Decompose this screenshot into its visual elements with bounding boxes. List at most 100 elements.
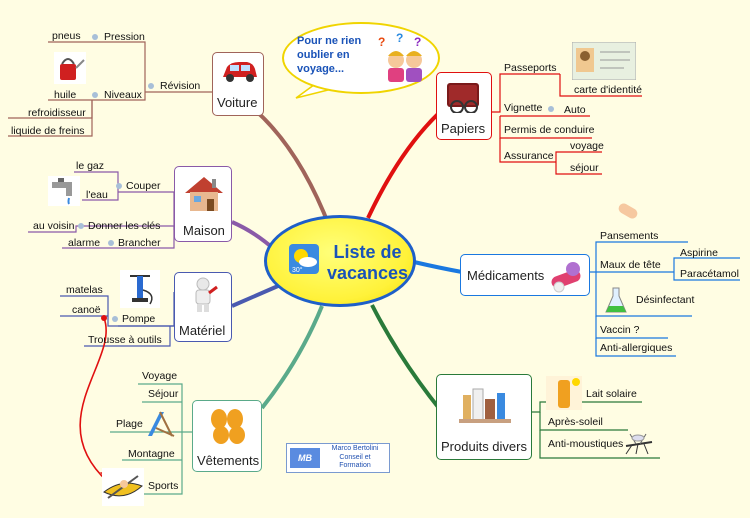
passeports-label[interactable]: Passeports (504, 62, 557, 74)
revision-dot (148, 83, 154, 89)
brancher-label[interactable]: Brancher (118, 237, 161, 249)
pompe-dot (112, 316, 118, 322)
produits-label: Produits divers (441, 439, 527, 454)
liquide-freins-label[interactable]: liquide de freins (11, 125, 85, 137)
couper-label[interactable]: Couper (126, 180, 161, 192)
anti-allergiques-label[interactable]: Anti-allergiques (600, 342, 673, 354)
pills-icon (551, 262, 581, 293)
vignette-dot (548, 106, 554, 112)
flip-flops-icon (211, 409, 245, 444)
donner-dot (78, 223, 84, 229)
mosquito-icon (625, 433, 653, 455)
svg-text:?: ? (396, 32, 403, 45)
central-title: Liste de vacances (327, 242, 409, 283)
branch-medicaments (413, 260, 463, 274)
branch-voiture (253, 108, 332, 229)
niveaux-dot (92, 92, 98, 98)
niveaux-label[interactable]: Niveaux (104, 89, 142, 101)
paracetamol-label[interactable]: Paracétamol (680, 268, 739, 280)
revision-label[interactable]: Révision (160, 80, 201, 92)
red-arrow (79, 317, 109, 483)
travelers-icon: ? ? ? (378, 32, 422, 82)
materiel-node[interactable]: Matériel (174, 272, 232, 342)
pompe-label[interactable]: Pompe (122, 313, 156, 325)
maison-label: Maison (183, 223, 225, 238)
medicaments-label: Médicaments (467, 268, 545, 283)
montagne-label[interactable]: Montagne (128, 448, 175, 460)
pansements-label[interactable]: Pansements (600, 230, 659, 242)
pression-dot (92, 34, 98, 40)
refroidisseur-label[interactable]: refroidisseur (28, 107, 86, 119)
faucet-icon (48, 176, 80, 206)
flask-icon (605, 287, 627, 313)
vetements-label: Vêtements (197, 453, 260, 468)
vaccin-label[interactable]: Vaccin ? (600, 324, 640, 336)
branch-papiers (366, 110, 442, 219)
house-icon (185, 177, 223, 211)
branch-vetements (260, 305, 324, 410)
sports-label[interactable]: Sports (148, 480, 179, 492)
branch-materiel (231, 284, 279, 308)
desinfectant-label[interactable]: Désinfectant (636, 294, 695, 306)
voiture-label: Voiture (217, 95, 258, 110)
assurance-voyage-label[interactable]: voyage (570, 140, 604, 152)
trousse-label[interactable]: Trousse à outils (88, 334, 162, 346)
deck-chair-icon (148, 411, 175, 437)
vignette-label[interactable]: Vignette (504, 102, 543, 114)
sejour-vet-label[interactable]: Séjour (148, 388, 179, 400)
permis-label[interactable]: Permis de conduire (504, 124, 595, 136)
apres-soleil-label[interactable]: Après-soleil (548, 416, 603, 428)
kayak-icon (102, 468, 144, 506)
plage-label[interactable]: Plage (116, 418, 143, 430)
canoe-label[interactable]: canoë (72, 304, 101, 316)
bubble-line1: Pour ne rien (297, 35, 362, 47)
anti-moustiques-label[interactable]: Anti-moustiques (548, 438, 624, 450)
papiers-label: Papiers (441, 121, 486, 136)
gaz-label[interactable]: le gaz (76, 160, 105, 172)
brancher-dot (108, 240, 114, 246)
pression-label[interactable]: Pression (104, 31, 145, 43)
lait-solaire-label[interactable]: Lait solaire (586, 388, 637, 400)
assurance-label[interactable]: Assurance (504, 150, 554, 162)
papiers-node[interactable]: Papiers (436, 72, 492, 140)
voyage-vet-label[interactable]: Voyage (142, 370, 178, 382)
reminder-bubble: Pour ne rien oublier en voyage... ? ? ? (282, 22, 440, 94)
huile-label[interactable]: huile (54, 89, 77, 101)
id-card-icon (572, 42, 636, 80)
assurance-sejour-label[interactable]: séjour (570, 162, 599, 174)
author-logo: MB Marco Bertolini Conseil et Formation (286, 443, 390, 473)
mechanic-icon (195, 277, 218, 312)
donner-cles-label[interactable]: Donner les clés (88, 220, 161, 232)
toiletries-icon (459, 388, 511, 423)
maison-node[interactable]: Maison (174, 166, 232, 242)
maux-tete-label[interactable]: Maux de tête (600, 259, 661, 271)
logo-line1: Marco Bertolini (331, 445, 379, 452)
pneus-label[interactable]: pneus (52, 30, 81, 42)
materiel-label: Matériel (179, 323, 226, 338)
medicaments-node[interactable]: Médicaments (460, 254, 590, 296)
carte-identite-label[interactable]: carte d'identité (574, 84, 642, 96)
logo-line2: Conseil et (339, 453, 371, 461)
pump-icon (120, 270, 160, 308)
sunscreen-icon (546, 376, 582, 410)
vetements-node[interactable]: Vêtements (192, 400, 262, 472)
logo-line3: Formation (339, 462, 371, 469)
alarme-label[interactable]: alarme (68, 237, 101, 249)
svg-text:30°: 30° (292, 266, 303, 274)
voiture-node[interactable]: Voiture (212, 52, 264, 116)
aspirine-label[interactable]: Aspirine (680, 247, 718, 259)
matelas-label[interactable]: matelas (66, 284, 103, 296)
produits-node[interactable]: Produits divers (436, 374, 532, 460)
oil-can-icon (54, 52, 86, 84)
weather-icon: 30° (289, 244, 319, 274)
bubble-line2: oublier en (297, 49, 350, 61)
central-topic[interactable]: 30° Liste de vacances (264, 215, 416, 307)
eau-label[interactable]: l'eau (86, 189, 108, 201)
voisin-label[interactable]: au voisin (33, 220, 75, 232)
car-icon (223, 62, 257, 82)
auto-label[interactable]: Auto (564, 104, 586, 116)
branch-produits (370, 304, 444, 414)
couper-dot (116, 183, 122, 189)
